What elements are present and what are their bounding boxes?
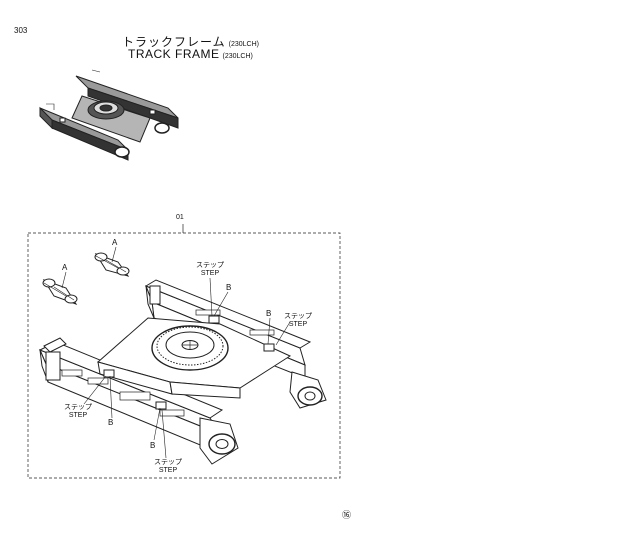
title-japanese-model: (230LCH)	[228, 41, 260, 48]
part-a-upper	[94, 252, 130, 277]
step-label-right-en: STEP	[288, 321, 308, 328]
callout-a-lower: A	[62, 263, 68, 272]
step-label-bottom-en: STEP	[158, 467, 178, 474]
step-label-bottom: ステップ STEP	[154, 459, 182, 475]
step-pad-bottom	[155, 401, 167, 410]
callout-b-right: B	[266, 309, 272, 318]
step-label-left-en: STEP	[68, 412, 88, 419]
part-a-lower	[42, 278, 78, 305]
title-english-text: TRACK FRAME	[128, 47, 220, 61]
step-label-left: ステップ STEP	[64, 404, 92, 420]
overview-thumbnail	[39, 69, 179, 161]
assembly-ref-number: 01	[176, 214, 184, 221]
step-label-bottom-jp: ステップ	[154, 459, 182, 466]
step-pad-right	[263, 343, 275, 352]
track-frame-drawing	[38, 246, 327, 465]
page-number: 303	[14, 26, 28, 35]
callout-b-bottom: B	[150, 441, 156, 450]
step-label-right-jp: ステップ	[284, 313, 312, 320]
step-pad-left	[103, 369, 115, 378]
step-label-upper-jp: ステップ	[196, 262, 224, 269]
callout-b-upper: B	[226, 283, 232, 292]
step-label-upper-en: STEP	[200, 270, 220, 277]
step-label-upper: ステップ STEP	[196, 262, 224, 278]
callout-b-left: B	[108, 418, 114, 427]
title-japanese-text: トラックフレーム	[122, 35, 226, 49]
step-label-right: ステップ STEP	[284, 313, 312, 329]
title-japanese: トラックフレーム(230LCH)	[122, 33, 259, 50]
page-mark: ⑯	[342, 510, 352, 520]
step-pad-upper	[208, 315, 220, 324]
callout-a-upper: A	[112, 238, 118, 247]
leader-lines	[61, 246, 291, 459]
title-english-model: (230LCH)	[222, 53, 253, 60]
title-english: TRACK FRAME(230LCH)	[128, 47, 253, 61]
step-label-left-jp: ステップ	[64, 404, 92, 411]
assembly-boundary	[27, 224, 341, 479]
